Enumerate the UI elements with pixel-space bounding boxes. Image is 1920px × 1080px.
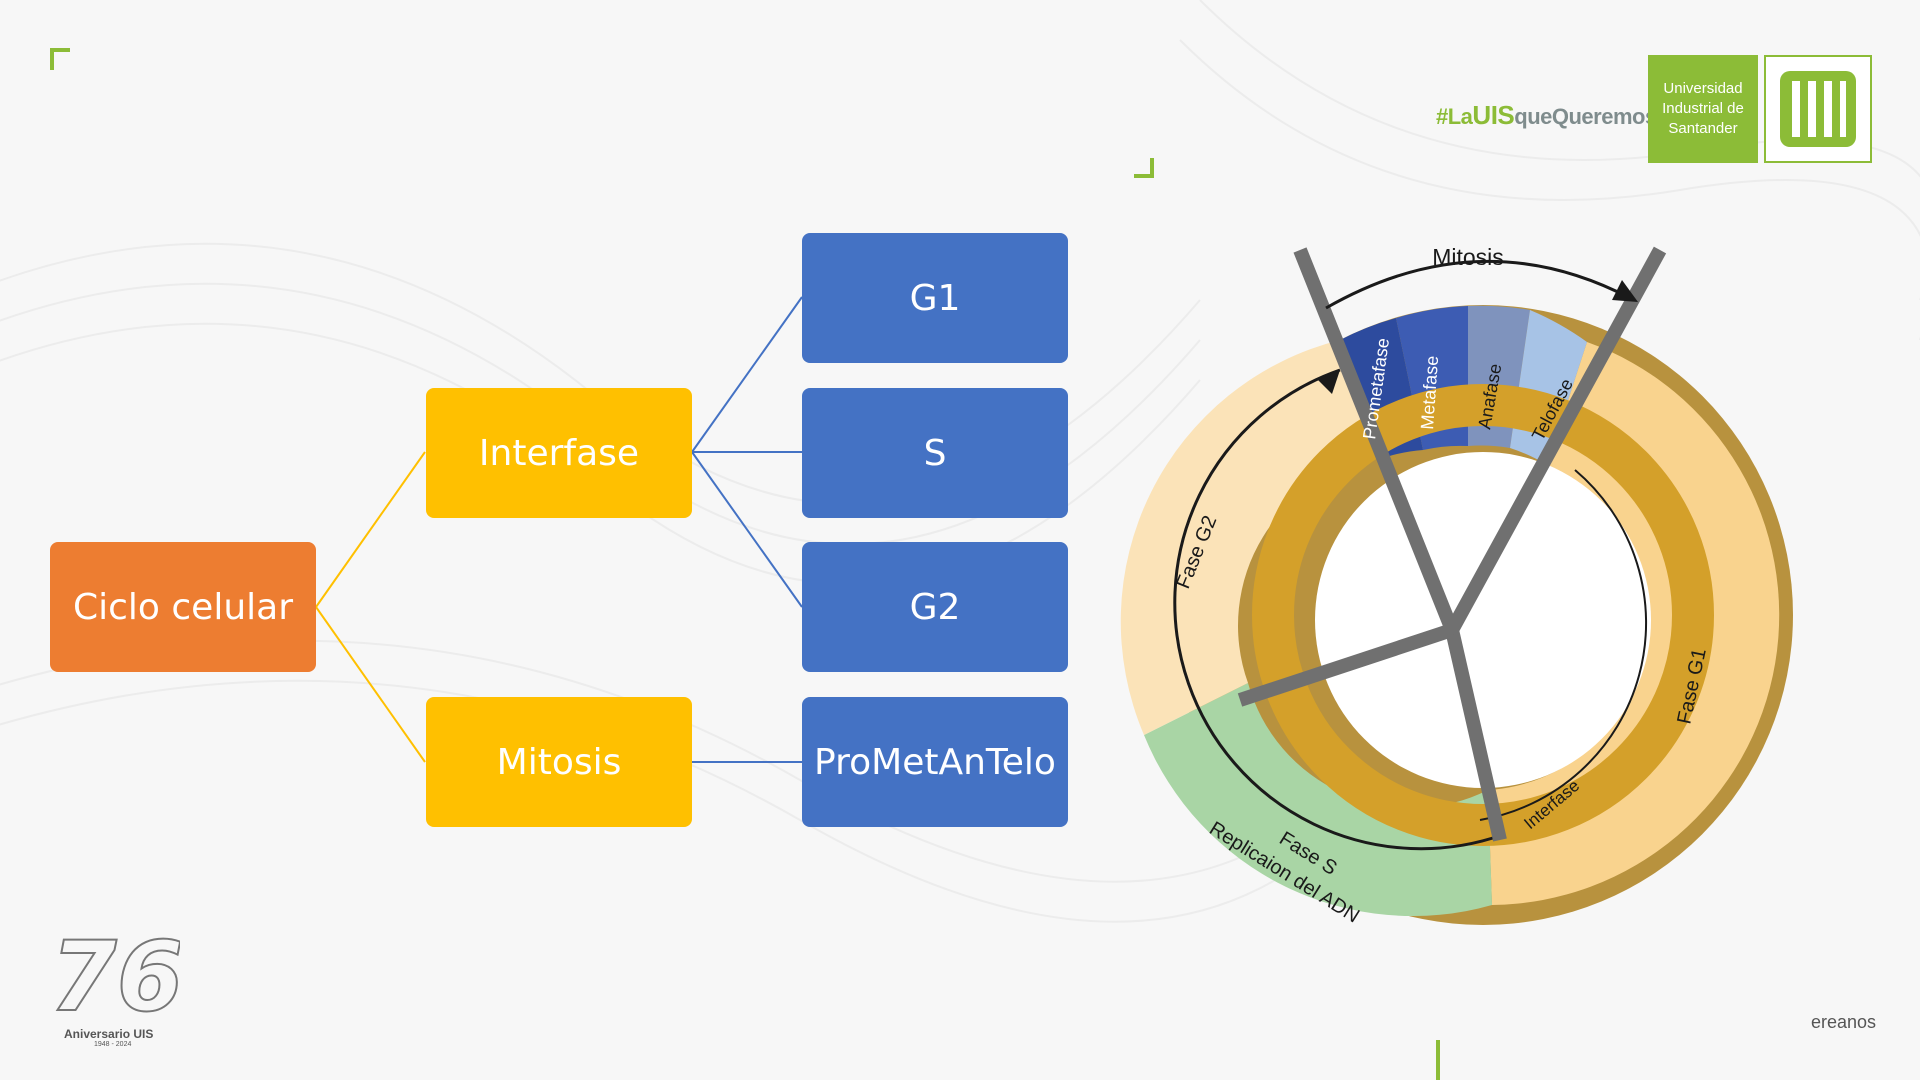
hashtag-uis: UIS bbox=[1472, 100, 1515, 130]
hashtag-la-uis-que-queremos: #LaUISqueQueremos bbox=[1436, 100, 1657, 131]
uis-logo-icon bbox=[1780, 71, 1856, 147]
ciclo-celular-box: Ciclo celular bbox=[50, 542, 316, 672]
corner-bracket-top-right bbox=[1134, 158, 1154, 178]
prometantelo-box: ProMetAnTelo bbox=[802, 697, 1068, 827]
mitosis-arrow-path bbox=[1325, 259, 1631, 310]
anniversary-label: Aniversario UIS bbox=[64, 1027, 154, 1041]
g2-box: G2 bbox=[802, 542, 1068, 672]
university-line-3: Santander bbox=[1668, 120, 1738, 137]
interfase-ring bbox=[1252, 384, 1714, 846]
anniversary-number: 76 bbox=[50, 921, 180, 1033]
cell-cycle-diagram: Mitosis Prometafase Metafase Anafase Tel… bbox=[1120, 244, 1793, 928]
footer-text: ereanos bbox=[1811, 1012, 1877, 1032]
g1-box: G1 bbox=[802, 233, 1068, 363]
interfase-box: Interfase bbox=[426, 388, 692, 518]
hashtag-suffix: queQueremos bbox=[1514, 104, 1657, 129]
university-line-2: Industrial de bbox=[1662, 100, 1744, 117]
anniversary-76-logo: 76 bbox=[49, 920, 180, 1034]
mitosis-label: Mitosis bbox=[1432, 244, 1504, 270]
uis-monogram-logo bbox=[1764, 55, 1872, 163]
interfase-inner-arc bbox=[1479, 469, 1648, 821]
anniversary-years: 1948 - 2024 bbox=[94, 1041, 132, 1048]
corner-bracket-top-left bbox=[50, 48, 70, 70]
mitosis-box: Mitosis bbox=[426, 697, 692, 827]
university-line-1: Universidad bbox=[1663, 80, 1743, 97]
inner-circle bbox=[1315, 452, 1651, 788]
university-name-block: Universidad Industrial de Santander bbox=[1648, 55, 1758, 163]
mitosis-arrowhead bbox=[1612, 280, 1638, 302]
fase-g2-segment bbox=[1120, 340, 1386, 735]
phase-divider-spokes bbox=[1237, 246, 1667, 842]
fase-g1-segment bbox=[1488, 342, 1780, 905]
interfase-arrowhead bbox=[1318, 370, 1340, 394]
footer-green-bar bbox=[1436, 1040, 1440, 1080]
fase-s-segment bbox=[1144, 683, 1492, 917]
hashtag-prefix: #La bbox=[1436, 104, 1473, 129]
tree-connectors bbox=[315, 296, 803, 763]
s-box: S bbox=[802, 388, 1068, 518]
interfase-arrow-path bbox=[1173, 368, 1503, 851]
